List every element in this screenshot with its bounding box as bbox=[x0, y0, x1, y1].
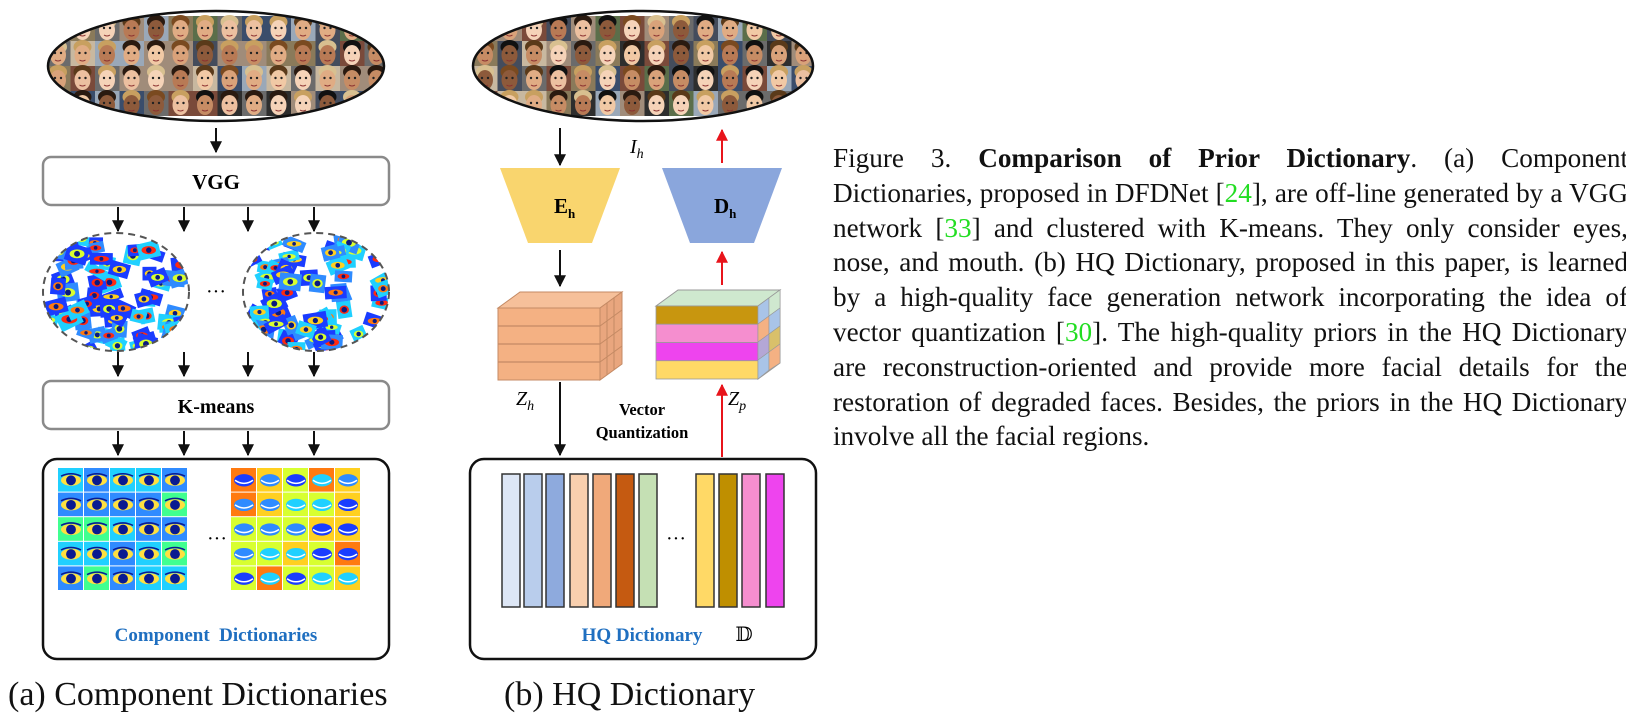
subfigure-a-caption: (a) Component Dictionaries bbox=[8, 676, 388, 713]
encoder-block bbox=[500, 168, 620, 243]
citation-link[interactable]: 33 bbox=[944, 212, 972, 243]
citation-link[interactable]: 24 bbox=[1224, 177, 1252, 208]
vq-label-line2: Quantization bbox=[596, 423, 689, 442]
hq-dictionary-label: HQ Dictionary bbox=[582, 625, 703, 646]
decoder-block bbox=[662, 168, 782, 243]
kmeans-box bbox=[41, 379, 391, 431]
zp-tensor bbox=[654, 289, 782, 380]
figure-diagram: VGG ··· K-means ··· Component Dictionari… bbox=[41, 9, 818, 661]
dict-ellipsis-a: ··· bbox=[207, 528, 227, 550]
vq-label-line1: Vector bbox=[619, 400, 665, 419]
citation-link[interactable]: 30 bbox=[1064, 316, 1093, 347]
arrows-kmeans-to-dict bbox=[112, 431, 320, 457]
encoder-label: Eh bbox=[554, 194, 576, 221]
eye-atoms-grid bbox=[58, 468, 187, 590]
zh-label: Zh bbox=[516, 388, 534, 414]
dictionary-symbol: 𝔻 bbox=[735, 622, 752, 646]
codebook-ellipsis: ··· bbox=[666, 528, 686, 550]
codebook-entries bbox=[501, 473, 785, 608]
figure-number: Figure 3. bbox=[833, 143, 979, 173]
mouth-atoms-grid bbox=[231, 468, 360, 590]
figure-caption: Figure 3. Comparison of Prior Dictionary… bbox=[833, 143, 1626, 452]
component-dictionaries-label: Component Dictionaries bbox=[115, 625, 318, 646]
vgg-label: VGG bbox=[192, 170, 240, 194]
subfigure-b-caption: (b) HQ Dictionary bbox=[504, 676, 756, 713]
arrows-features-to-kmeans bbox=[112, 352, 320, 378]
arrows-vgg-to-features bbox=[112, 207, 320, 233]
face-dataset-ellipse-a bbox=[46, 9, 386, 123]
feature-cluster-right bbox=[242, 232, 390, 352]
vgg-box bbox=[41, 155, 391, 207]
face-dataset-ellipse-b bbox=[471, 9, 815, 123]
cluster-ellipsis: ··· bbox=[206, 281, 226, 303]
decoder-label: Dh bbox=[714, 194, 737, 221]
ih-label: Ih bbox=[629, 136, 644, 162]
zh-tensor bbox=[496, 291, 624, 381]
figure-title: Comparison of Prior Dictionary bbox=[978, 143, 1411, 173]
kmeans-label: K-means bbox=[178, 396, 255, 418]
feature-cluster-left bbox=[42, 232, 190, 352]
zp-label: Zp bbox=[728, 388, 746, 414]
